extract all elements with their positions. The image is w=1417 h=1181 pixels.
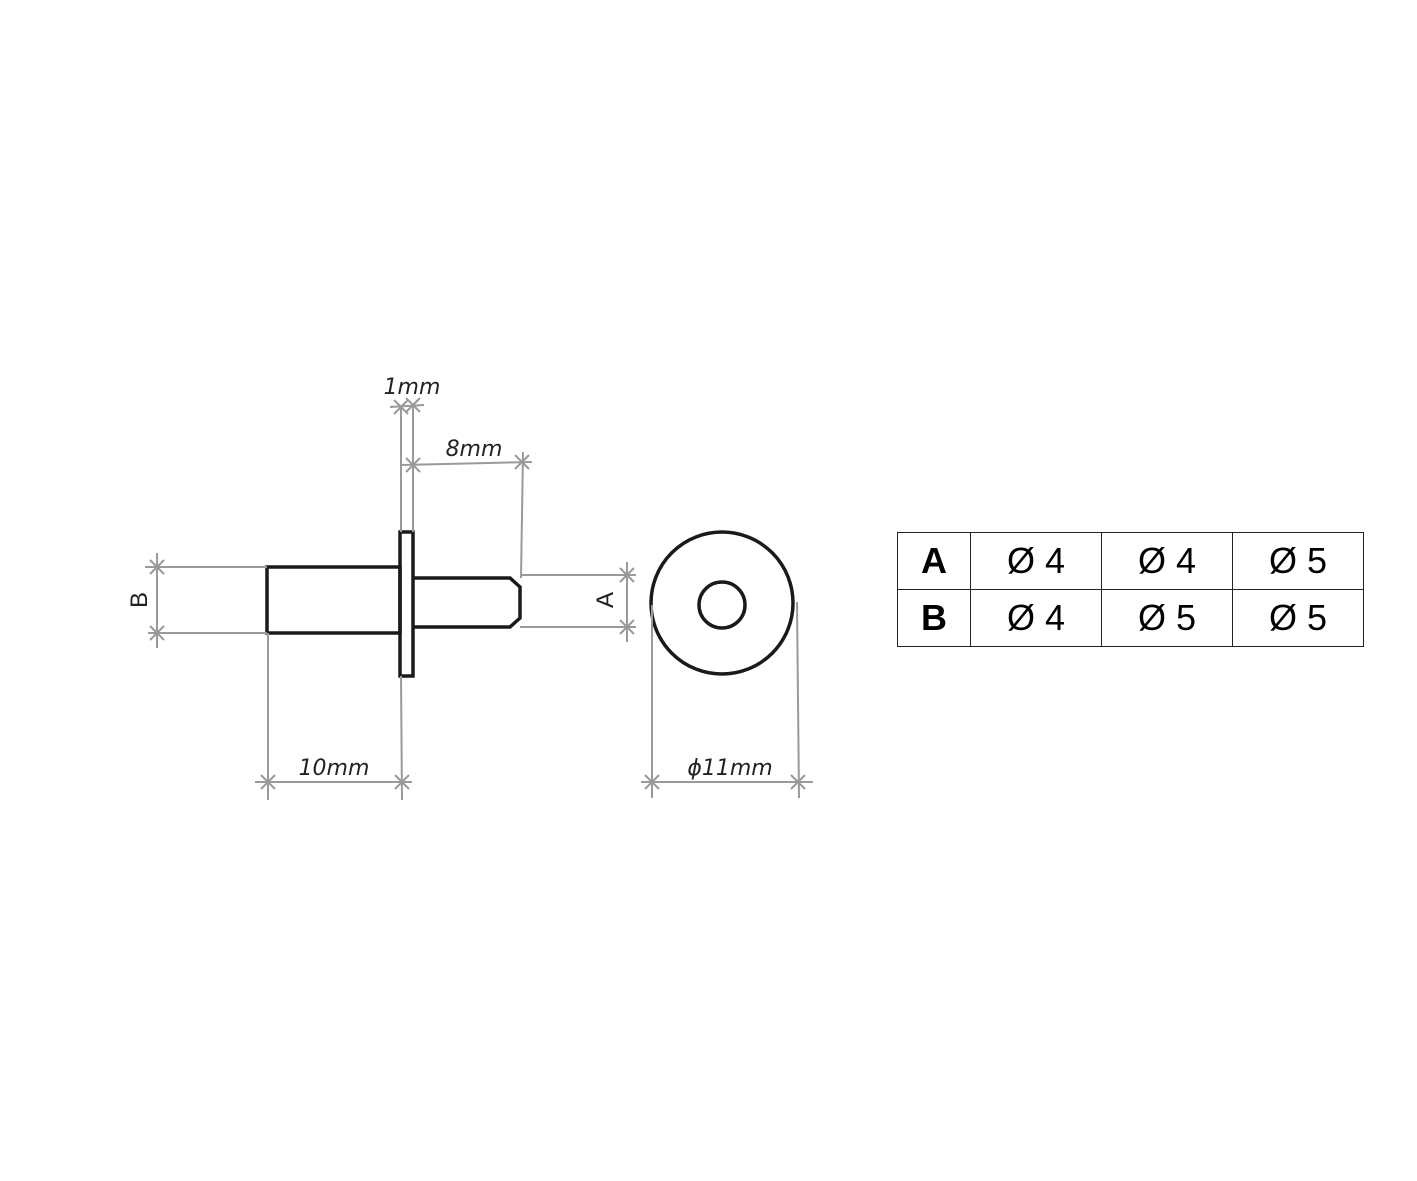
table-row-b: B Ø 4 Ø 5 Ø 5 (897, 589, 1364, 647)
front-view (649, 530, 795, 676)
dim-b-label: B (126, 592, 153, 608)
shaft-length-label: 10mm (299, 756, 370, 781)
pin (413, 576, 522, 629)
side-view (265, 530, 522, 678)
size-table: A Ø 4 Ø 4 Ø 5 B Ø 4 Ø 5 Ø 5 (897, 532, 1364, 647)
dim-a-label: A (592, 592, 619, 608)
pin-length-label: 8mm (446, 437, 503, 462)
table-cell: Ø 5 (1101, 589, 1233, 647)
dimension-diameter (641, 601, 813, 799)
outer-diameter-label: ϕ11mm (687, 756, 772, 781)
dimension-1mm (389, 397, 425, 532)
table-cell: Ø 4 (970, 532, 1102, 590)
row-header: A (897, 532, 971, 590)
table-cell: Ø 4 (1101, 532, 1233, 590)
shaft-body (265, 565, 402, 635)
dimension-b (145, 553, 267, 648)
table-row-a: A Ø 4 Ø 4 Ø 5 (897, 532, 1364, 590)
flange (398, 530, 415, 678)
dimension-10mm (255, 633, 412, 801)
flange-thickness-label: 1mm (384, 375, 441, 400)
table-cell: Ø 4 (970, 589, 1102, 647)
inner-hole (697, 580, 747, 630)
outer-circle (649, 530, 795, 676)
row-header: B (897, 589, 971, 647)
table-cell: Ø 5 (1232, 589, 1364, 647)
table-cell: Ø 5 (1232, 532, 1364, 590)
dimension-a (520, 562, 636, 642)
dimension-8mm (401, 451, 533, 579)
